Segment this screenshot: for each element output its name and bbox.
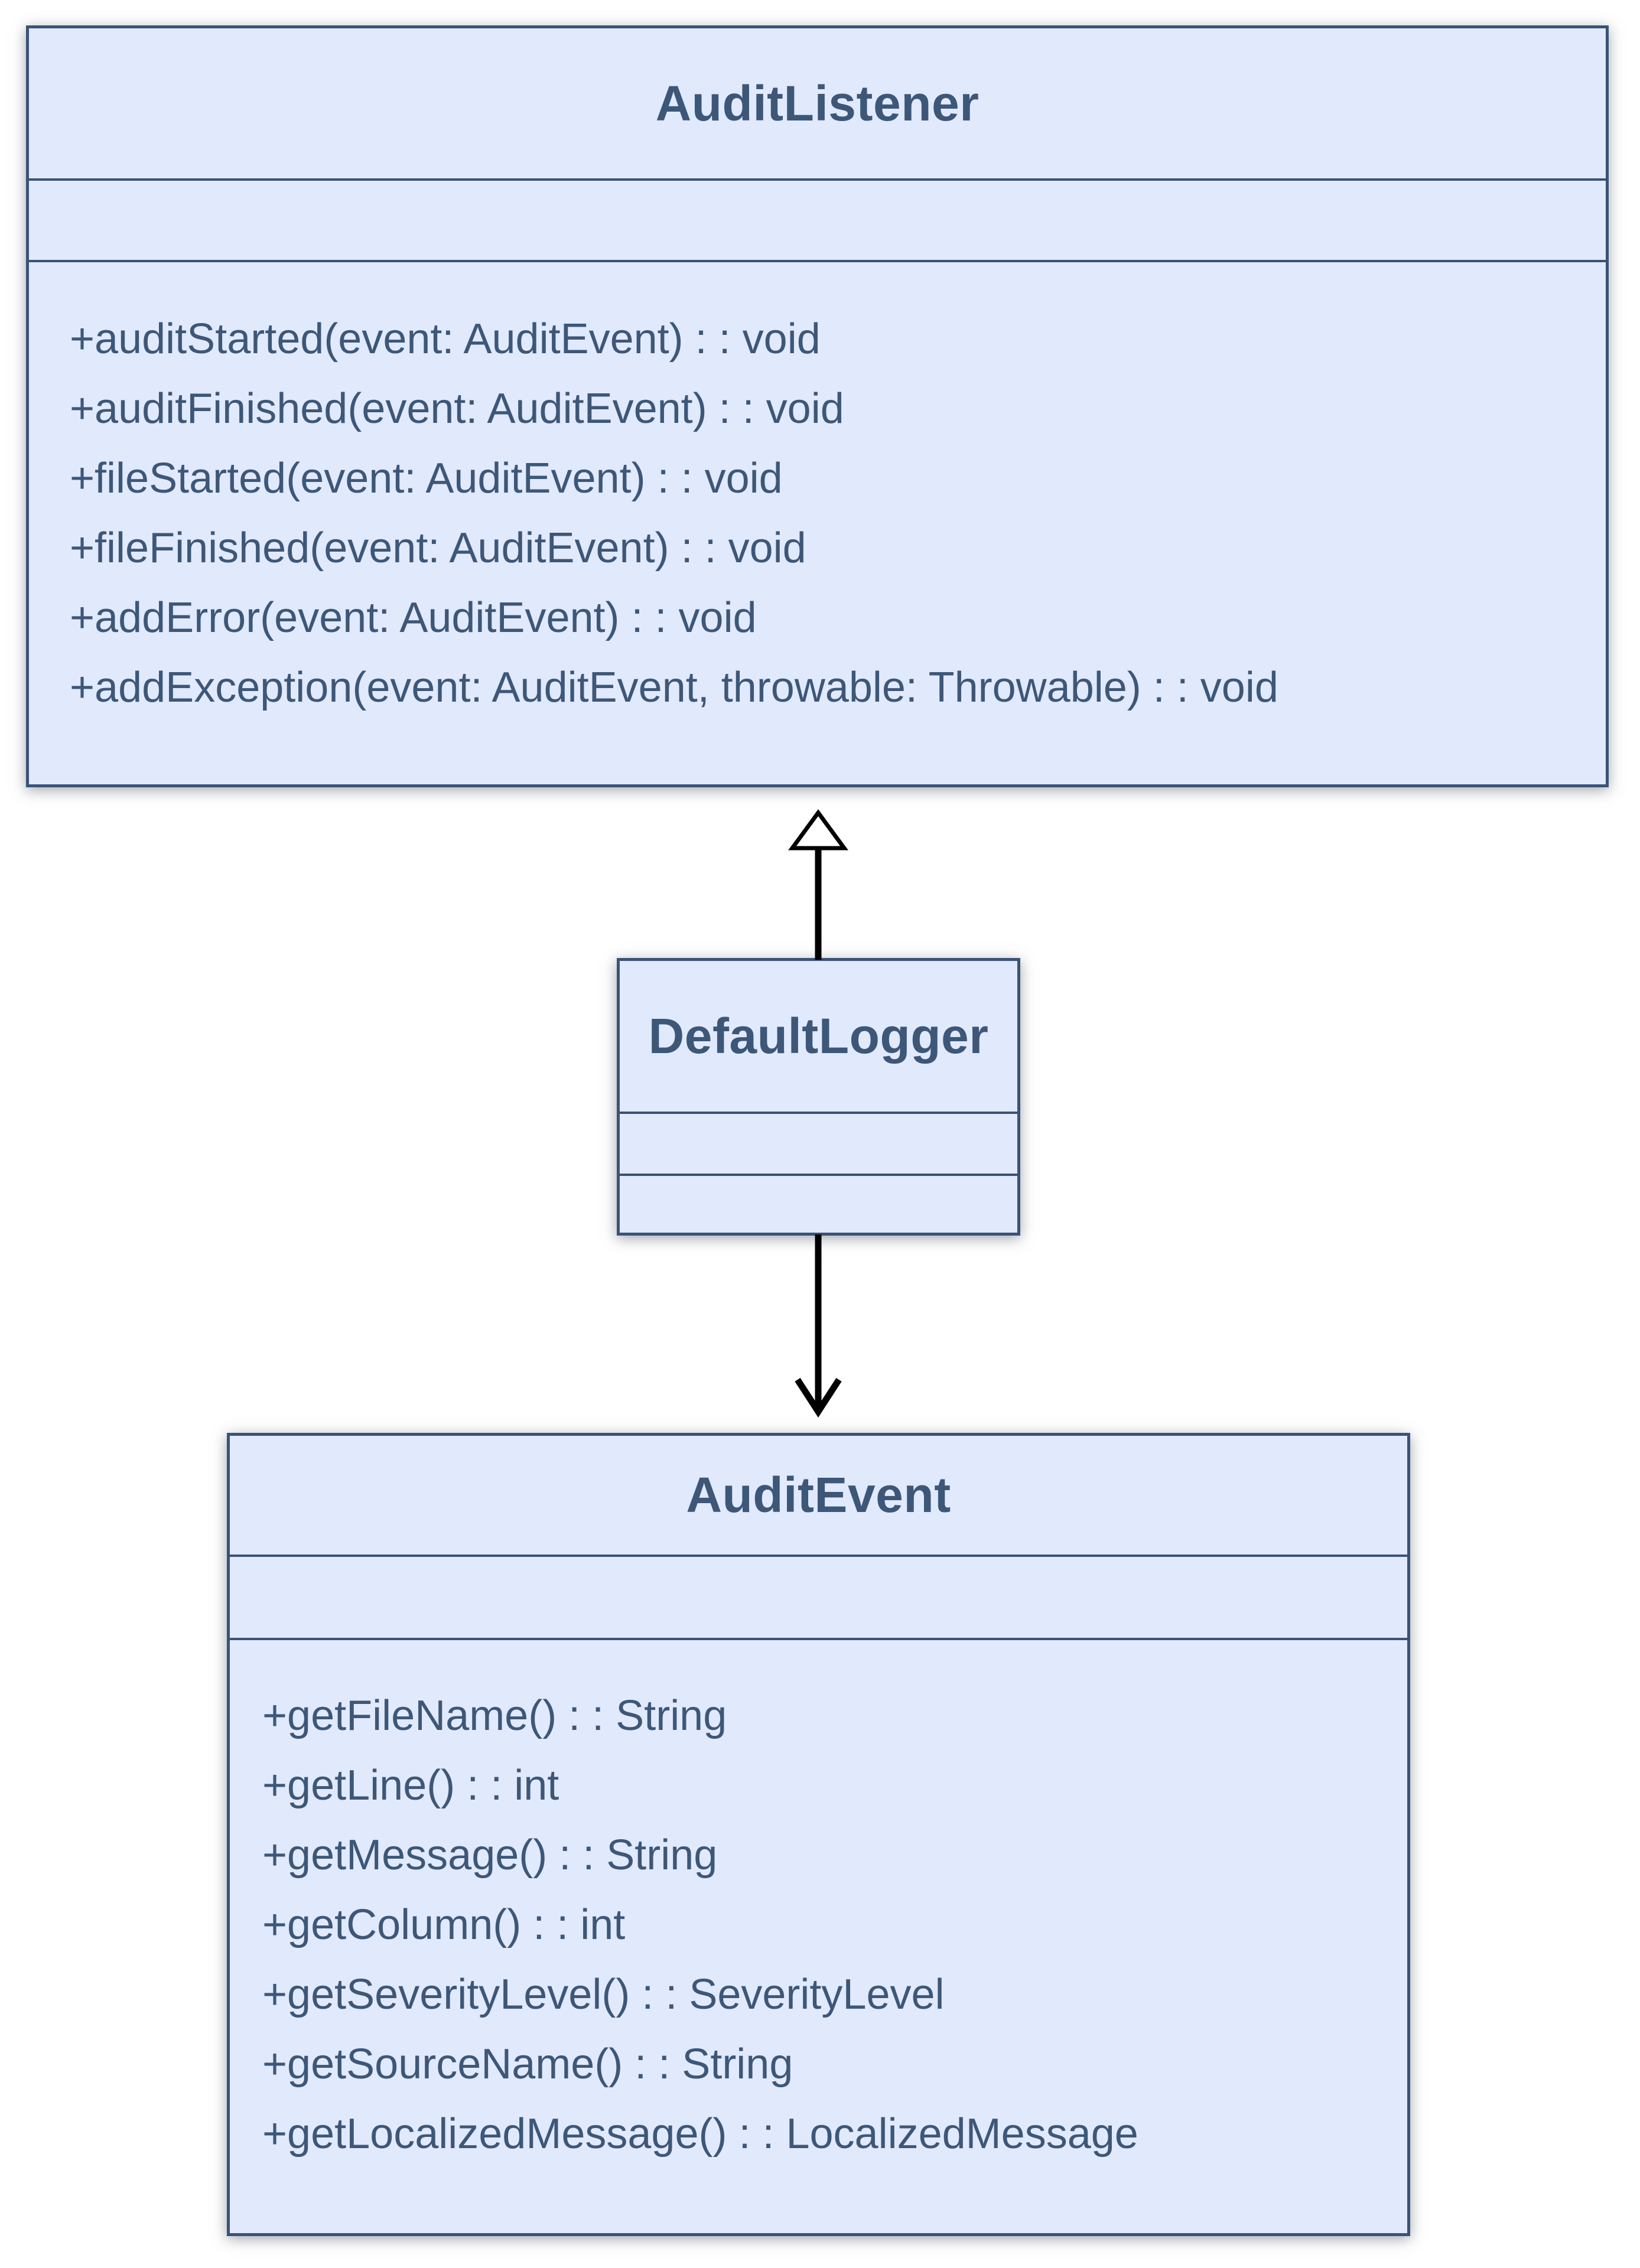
method-item: +getSeverityLevel() : : SeverityLevel	[262, 1971, 945, 2018]
class-box-auditlistener: AuditListener +auditStarted(event: Audit…	[26, 25, 1609, 787]
method-item: +addException(event: AuditEvent, throwab…	[70, 664, 1278, 711]
method-item: +getMessage() : : String	[262, 1832, 718, 1879]
class-attributes-compartment	[29, 178, 1606, 260]
method-item: +auditStarted(event: AuditEvent) : : voi…	[70, 315, 821, 363]
class-name-auditevent: AuditEvent	[686, 1467, 951, 1523]
class-title-compartment: DefaultLogger	[620, 961, 1017, 1112]
class-methods-compartment: +auditStarted(event: AuditEvent) : : voi…	[29, 260, 1606, 784]
class-title-compartment: AuditListener	[29, 28, 1606, 178]
association-connector-defaultlogger-to-auditevent	[795, 1234, 842, 1418]
method-item: +getSourceName() : : String	[262, 2041, 793, 2088]
method-item: +addError(event: AuditEvent) : : void	[70, 594, 757, 641]
class-title-compartment: AuditEvent	[230, 1436, 1407, 1555]
method-item: +getLine() : : int	[262, 1762, 559, 1809]
method-item: +getColumn() : : int	[262, 1901, 626, 1948]
class-methods-compartment: +getFileName() : : String +getLine() : : …	[230, 1638, 1407, 2233]
method-item: +fileFinished(event: AuditEvent) : : voi…	[70, 524, 806, 572]
class-box-auditevent: AuditEvent +getFileName() : : String+get…	[227, 1433, 1410, 2236]
class-methods-compartment	[620, 1174, 1017, 1233]
realization-connector-defaultlogger-to-auditlistener	[788, 809, 848, 960]
method-item: +fileStarted(event: AuditEvent) : : void	[70, 455, 783, 502]
class-attributes-compartment	[230, 1555, 1407, 1638]
class-name-defaultlogger: DefaultLogger	[648, 1008, 989, 1064]
method-item: +getLocalizedMessage() : : LocalizedMess…	[262, 2110, 1138, 2158]
class-attributes-compartment	[620, 1112, 1017, 1174]
method-item: +auditFinished(event: AuditEvent) : : vo…	[70, 385, 844, 432]
open-arrowhead-icon	[795, 1378, 842, 1418]
method-item: +getFileName() : : String	[262, 1692, 727, 1739]
hollow-triangle-arrowhead-icon	[788, 809, 848, 850]
class-name-auditlistener: AuditListener	[655, 75, 980, 131]
class-box-defaultlogger: DefaultLogger	[617, 958, 1020, 1236]
